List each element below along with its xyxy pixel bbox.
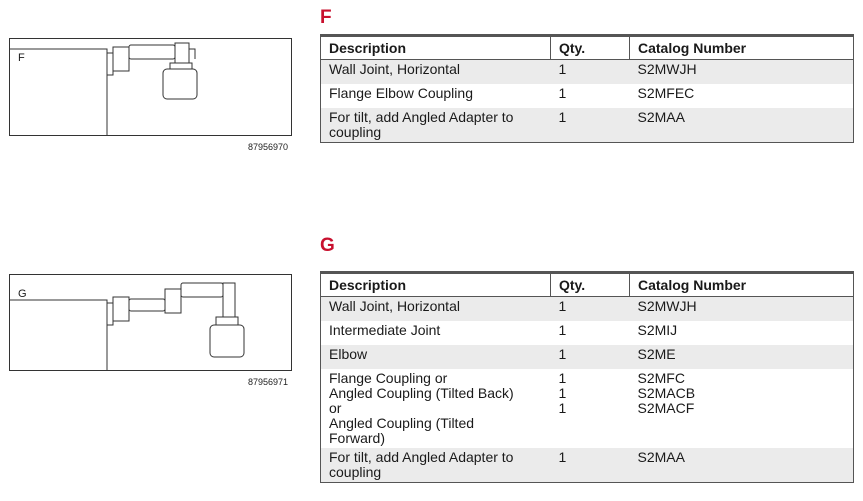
table-header-row: Description Qty. Catalog Number bbox=[320, 35, 854, 60]
figure-number: 87956970 bbox=[247, 142, 288, 152]
cell-description: Wall Joint, Horizontal bbox=[320, 296, 551, 321]
figure-f: F bbox=[9, 38, 292, 136]
cell-description: Flange Elbow Coupling bbox=[320, 84, 551, 108]
section-f: F 87956970 F Description Qty. Catalog Nu… bbox=[0, 0, 863, 235]
column-header-qty: Qty. bbox=[550, 272, 630, 297]
cell-qty: 1 bbox=[550, 296, 630, 321]
section-heading: F bbox=[320, 7, 332, 28]
cell-qty: 1 bbox=[550, 84, 630, 108]
cell-catalog: S2MFC S2MACB S2MACF bbox=[629, 369, 854, 448]
cell-description: Wall Joint, Horizontal bbox=[320, 59, 551, 84]
figure-g: G bbox=[9, 274, 292, 371]
column-header-qty: Qty. bbox=[550, 35, 630, 60]
section-heading: G bbox=[320, 235, 335, 256]
cell-catalog: S2MWJH bbox=[629, 296, 854, 321]
table-row: Intermediate Joint 1 S2MIJ bbox=[320, 321, 854, 345]
table-row: For tilt, add Angled Adapter to coupling… bbox=[320, 448, 854, 483]
cell-catalog: S2MAA bbox=[629, 448, 854, 483]
cell-catalog: S2ME bbox=[629, 345, 854, 369]
cell-description: For tilt, add Angled Adapter to coupling bbox=[320, 108, 551, 143]
cell-description: Elbow bbox=[320, 345, 551, 369]
cell-description: For tilt, add Angled Adapter to coupling bbox=[320, 448, 551, 483]
column-header-description: Description bbox=[320, 35, 551, 60]
cell-catalog: S2MFEC bbox=[629, 84, 854, 108]
section-g: G 87956971 G Description Qty. Ca bbox=[0, 235, 863, 501]
cell-description: Intermediate Joint bbox=[320, 321, 551, 345]
cell-qty: 1 1 1 bbox=[550, 369, 630, 448]
column-header-catalog: Catalog Number bbox=[629, 35, 854, 60]
table-row: For tilt, add Angled Adapter to coupling… bbox=[320, 108, 854, 143]
table-row: Wall Joint, Horizontal 1 S2MWJH bbox=[320, 59, 854, 84]
mount-diagram-g bbox=[10, 282, 245, 370]
cell-catalog: S2MWJH bbox=[629, 59, 854, 84]
figure-label: F bbox=[18, 52, 25, 64]
figure-number: 87956971 bbox=[247, 377, 288, 387]
figure-label: G bbox=[18, 288, 27, 300]
parts-table: Description Qty. Catalog Number Wall Joi… bbox=[320, 34, 854, 143]
mount-diagram-f bbox=[10, 42, 198, 135]
cell-qty: 1 bbox=[550, 321, 630, 345]
table-row: Elbow 1 S2ME bbox=[320, 345, 854, 369]
parts-table: Description Qty. Catalog Number Wall Joi… bbox=[320, 271, 854, 483]
column-header-description: Description bbox=[320, 272, 551, 297]
table-row: Flange Elbow Coupling 1 S2MFEC bbox=[320, 84, 854, 108]
table-header-row: Description Qty. Catalog Number bbox=[320, 272, 854, 297]
cell-description: Flange Coupling or Angled Coupling (Tilt… bbox=[320, 369, 551, 448]
cell-qty: 1 bbox=[550, 59, 630, 84]
table-row: Wall Joint, Horizontal 1 S2MWJH bbox=[320, 296, 854, 321]
cell-qty: 1 bbox=[550, 345, 630, 369]
column-header-catalog: Catalog Number bbox=[629, 272, 854, 297]
cell-catalog: S2MAA bbox=[629, 108, 854, 143]
table-row: Flange Coupling or Angled Coupling (Tilt… bbox=[320, 369, 854, 448]
cell-qty: 1 bbox=[550, 448, 630, 483]
cell-catalog: S2MIJ bbox=[629, 321, 854, 345]
cell-qty: 1 bbox=[550, 108, 630, 143]
